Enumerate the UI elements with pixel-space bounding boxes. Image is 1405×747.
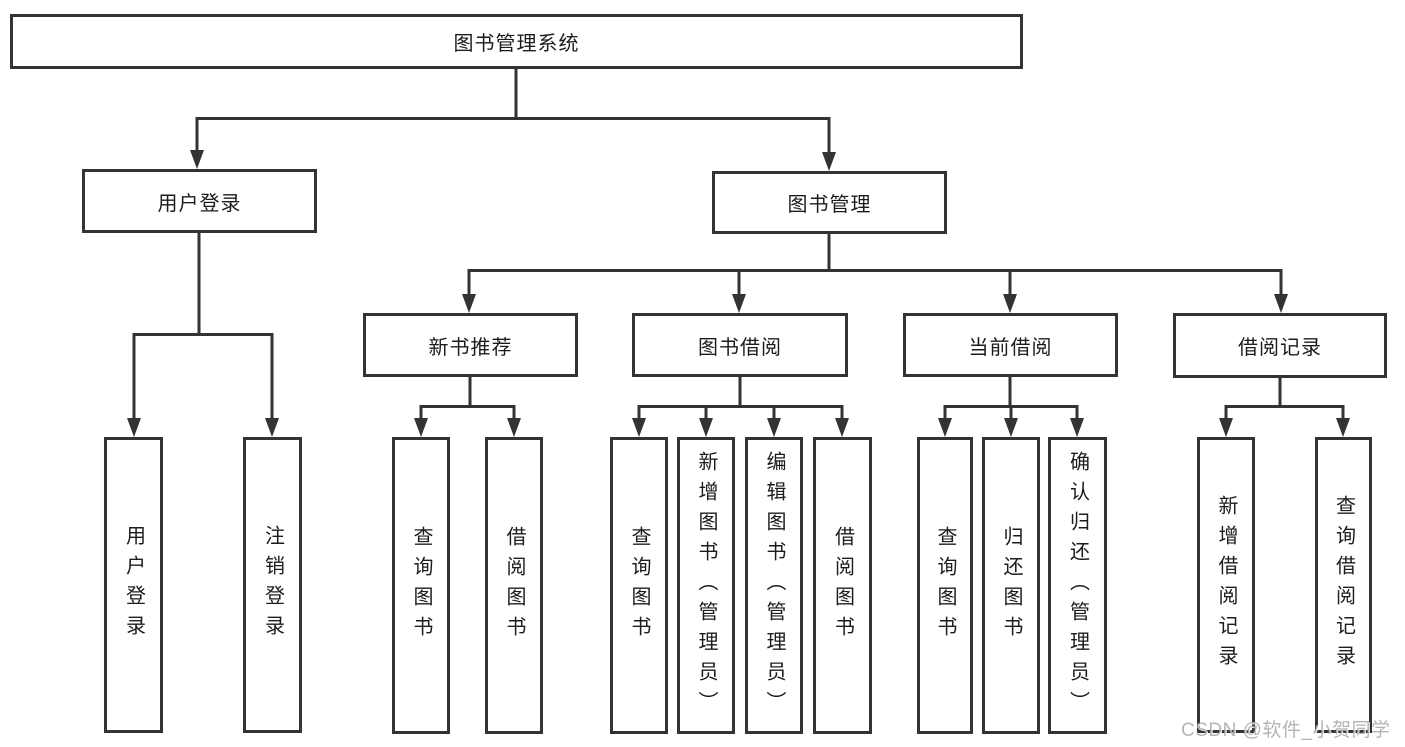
node-leaf-edit-books: 编辑图书（管理员） [745,437,803,734]
node-leaf-borrow-query-books: 查询图书 [610,437,668,734]
node-leaf-add-record-label: 新增借阅记录 [1215,495,1237,675]
node-leaf-logout: 注销登录 [243,437,302,733]
node-user-login-label: 用户登录 [157,192,242,215]
node-leaf-rec-borrow-books: 借阅图书 [485,437,543,734]
node-leaf-borrow-borrow-books-label: 借阅图书 [831,525,854,646]
node-leaf-rec-query-books-label: 查询图书 [410,525,432,646]
node-leaf-return-books: 归还图书 [982,437,1040,734]
node-leaf-borrow-borrow-books: 借阅图书 [813,437,872,734]
node-root-label: 图书管理系统 [453,33,580,55]
node-leaf-query-record-label: 查询借阅记录 [1332,495,1355,675]
node-borrow-records-label: 借阅记录 [1238,337,1322,359]
node-root: 图书管理系统 [10,14,1023,69]
node-leaf-user-login: 用户登录 [104,437,163,733]
node-leaf-rec-query-books: 查询图书 [392,437,450,734]
node-leaf-cur-query-books-label: 查询图书 [934,525,956,646]
node-leaf-borrow-query-books-label: 查询图书 [628,525,650,646]
node-leaf-query-record: 查询借阅记录 [1315,437,1372,733]
node-new-book-rec: 新书推荐 [363,313,578,377]
csdn-watermark: CSDN @软件_小贺同学 [1181,720,1391,741]
node-current-borrow: 当前借阅 [903,313,1118,377]
node-leaf-confirm-return-label: 确认归还（管理员） [1066,450,1089,721]
node-leaf-user-login-label: 用户登录 [122,525,145,645]
node-book-borrow: 图书借阅 [632,313,848,377]
node-book-mgmt-label: 图书管理 [787,194,872,216]
node-book-mgmt: 图书管理 [712,171,947,234]
node-user-login: 用户登录 [82,169,317,233]
node-leaf-add-books-label: 新增图书（管理员） [695,450,717,721]
node-current-borrow-label: 当前借阅 [968,336,1053,359]
node-leaf-return-books-label: 归还图书 [1000,525,1022,646]
node-leaf-logout-label: 注销登录 [261,525,284,645]
node-leaf-add-record: 新增借阅记录 [1197,437,1255,733]
node-borrow-records: 借阅记录 [1173,313,1387,378]
node-leaf-cur-query-books: 查询图书 [917,437,973,734]
node-leaf-rec-borrow-books-label: 借阅图书 [503,525,525,646]
node-leaf-add-books: 新增图书（管理员） [677,437,735,734]
node-book-borrow-label: 图书借阅 [698,336,782,359]
node-new-book-rec-label: 新书推荐 [428,336,513,359]
node-leaf-confirm-return: 确认归还（管理员） [1048,437,1107,734]
node-leaf-edit-books-label: 编辑图书（管理员） [763,450,785,721]
